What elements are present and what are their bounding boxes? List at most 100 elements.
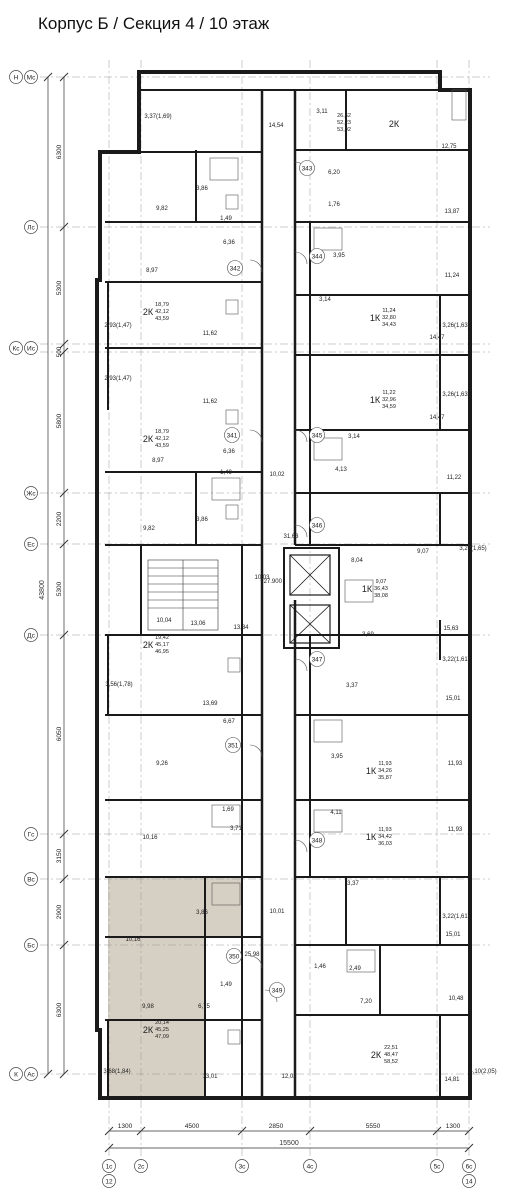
apartment-type: 1К [362, 584, 373, 594]
room-area: 3,14 [319, 297, 331, 303]
axis-marker [9, 70, 23, 84]
apartment-number-marker[interactable] [309, 427, 325, 443]
axis-label: Жс [26, 491, 36, 498]
apartment-number-marker[interactable] [309, 248, 325, 264]
room-area: 10,02 [269, 472, 285, 478]
room-area: 8,04 [351, 558, 363, 564]
apartment-number: 351 [228, 743, 239, 750]
apartment-area: 35,87 [378, 775, 392, 781]
axis-label: Н [14, 75, 19, 82]
axis-label: Гс [28, 832, 36, 839]
room-area: 3,56(1,78) [105, 682, 132, 688]
axis-label: 5с [434, 1164, 442, 1171]
axis-marker [24, 341, 38, 355]
room-area: 3,86 [196, 186, 208, 192]
axis-label: 2с [138, 1164, 146, 1171]
apartment-area: 34,59 [382, 404, 396, 410]
room-area: 1,49 [220, 982, 232, 988]
room-area: 1,49 [220, 216, 232, 222]
apartment-area: 11,22 [382, 390, 395, 396]
room-area: 14,47 [429, 335, 445, 341]
apartment-area: 9,07 [376, 579, 387, 585]
apartment-type: 2К [371, 1050, 382, 1060]
room-area: 11,24 [445, 273, 460, 279]
apartment-area: 11,93 [378, 827, 391, 833]
room-area: 3,22(1,61) [442, 914, 469, 920]
room-area: 13,87 [444, 209, 460, 215]
room-area: 10,04 [156, 618, 172, 624]
apartment-number-marker[interactable] [309, 832, 325, 848]
highlighted-apartment-350[interactable] [108, 877, 242, 1098]
room-area: 9,07 [417, 549, 429, 555]
axis-label: Дс [27, 633, 35, 640]
apartment-area: 48,47 [384, 1052, 398, 1058]
apartment-area: 11,24 [382, 308, 395, 314]
apartment-number-marker[interactable] [225, 737, 241, 753]
dimension-total-bottom: 15500 [279, 1140, 299, 1147]
room-area: 6,36 [223, 240, 235, 246]
apartment-area: 36,43 [374, 586, 388, 592]
room-area: 6,20 [328, 170, 340, 176]
page-title: Корпус Б / Секция 4 / 10 этаж [38, 14, 270, 33]
axis-label: 1с [106, 1164, 114, 1171]
apartment-number-marker[interactable] [224, 427, 240, 443]
room-area: 14,81 [444, 1077, 460, 1083]
room-area: 4,11 [330, 810, 342, 816]
room-area: 3,86 [196, 517, 208, 523]
apartment-area: 18,79 [155, 429, 169, 435]
room-area: 15,01 [445, 696, 461, 702]
axis-label: Ес [27, 542, 35, 549]
room-area: 9,98 [142, 1004, 154, 1010]
room-area: 3,71 [230, 826, 242, 832]
apartment-number: 349 [272, 988, 283, 995]
apartment-area: 32,80 [382, 315, 396, 321]
apartment-number-marker[interactable] [269, 982, 285, 998]
axis-label: 6с [466, 1164, 474, 1171]
room-area: +27.900 [260, 579, 283, 585]
apartment-number-marker[interactable] [226, 948, 242, 964]
apartment-number: 343 [302, 166, 313, 173]
axis-label: Кс [12, 346, 20, 353]
dimension-label: 2900 [56, 904, 63, 919]
axis-label: Лс [27, 225, 35, 232]
axis-marker [24, 486, 38, 500]
axis-marker [235, 1159, 249, 1173]
apartment-type: 2К [143, 1025, 154, 1035]
dimension-label: 3150 [56, 848, 63, 863]
apartment-number-marker[interactable] [299, 160, 315, 176]
dimension-label: 6300 [56, 144, 63, 159]
room-area: 3,14 [348, 434, 360, 440]
axis-marker [102, 1159, 116, 1173]
room-area: 11,62 [203, 331, 218, 337]
room-area: 12,03 [281, 1074, 297, 1080]
room-area: 2,49 [349, 966, 361, 972]
apartment-type: 2К [143, 640, 154, 650]
dimension-label: 500 [56, 346, 63, 357]
dimension-label: 5300 [56, 581, 63, 596]
room-area: 3,86 [196, 910, 208, 916]
apartment-number: 341 [227, 433, 238, 440]
room-area: 13,34 [233, 625, 249, 631]
room-area: 3,11 [316, 109, 328, 115]
axis-marker [102, 1174, 116, 1188]
dimension-label: 5550 [366, 1123, 381, 1130]
room-area: 11,22 [447, 475, 462, 481]
room-area: 14,47 [429, 415, 445, 421]
apartment-number-marker[interactable] [309, 517, 325, 533]
apartment-number-marker[interactable] [309, 651, 325, 667]
axis-marker [134, 1159, 148, 1173]
apartment-number: 344 [312, 254, 323, 261]
room-area: 2,93(1,47) [104, 323, 131, 329]
axis-marker [430, 1159, 444, 1173]
room-area: 3,26(1,63) [442, 392, 469, 398]
apartment-number-marker[interactable] [227, 260, 243, 276]
room-area: 15,63 [443, 626, 459, 632]
apartment-type: 1К [366, 766, 377, 776]
room-area: 9,82 [156, 206, 168, 212]
room-area: 13,01 [202, 1074, 218, 1080]
